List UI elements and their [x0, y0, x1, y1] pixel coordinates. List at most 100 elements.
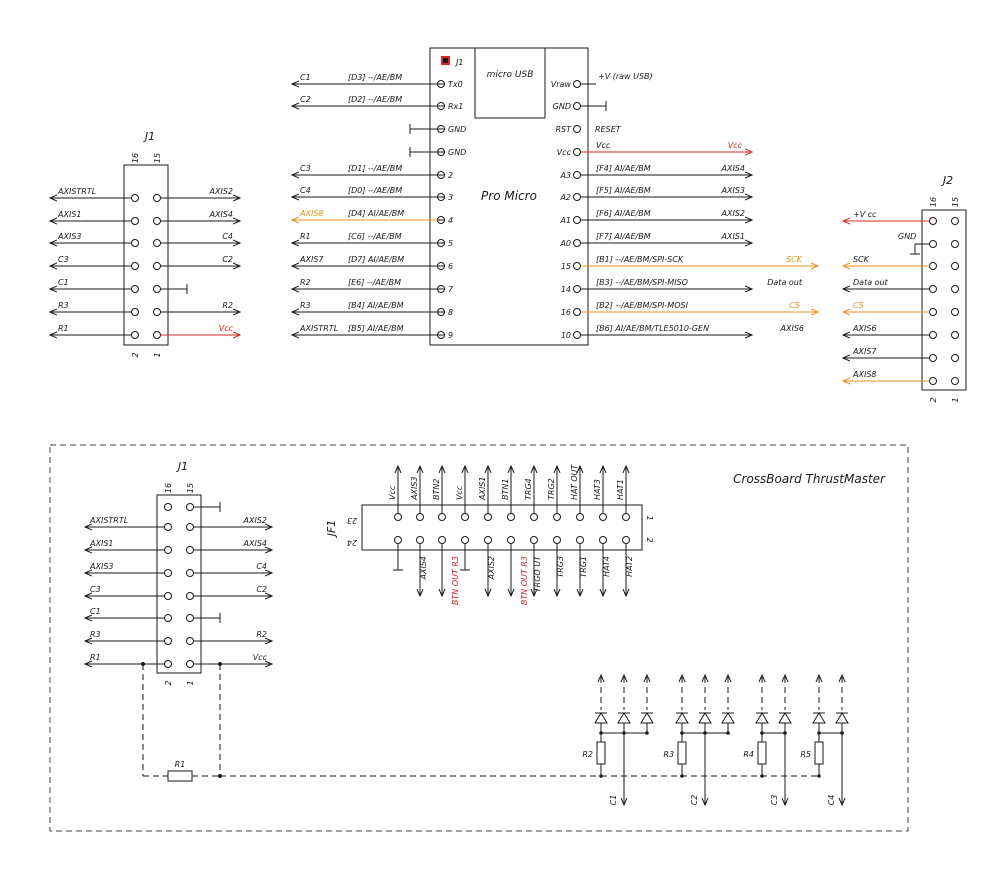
cb-j1-pin: [186, 503, 194, 511]
promicro-port-name: [B3] --/AE/BM/SPI-MISO: [596, 278, 688, 287]
promicro-signal-name: +V (raw USB): [598, 72, 653, 81]
j2-pin: [929, 285, 937, 293]
promicro-signal-name: Data out: [767, 278, 803, 287]
promicro-port-name: [F4] AI/AE/BM: [596, 164, 651, 173]
jf1-bottom-label: TRG3: [556, 556, 565, 578]
pin-number: 15: [951, 197, 960, 207]
promicro-port-name: [F7] AI/AE/BM: [596, 232, 651, 241]
promicro-signal-name: Vcc: [728, 141, 743, 150]
jf1-top-label: BTN2: [432, 479, 441, 500]
promicro-pin-14: [573, 285, 581, 293]
promicro-pin-10: [573, 331, 581, 339]
cb-j1-pin: [186, 637, 194, 645]
promicro-signal-name: R3: [300, 301, 311, 310]
column-label: C2: [690, 795, 699, 806]
promicro-signal-name: AXIS1: [721, 232, 745, 241]
jf1-bottom-label: TRGO UT: [533, 555, 542, 592]
cb-j1-right-label: C4: [256, 562, 267, 571]
j1-top-right-label: C4: [222, 232, 233, 241]
usb-label: micro USB: [487, 70, 534, 80]
promicro-pin-label: 7: [448, 285, 454, 294]
j1-top-pin: [131, 217, 139, 225]
promicro-pin-A1: [573, 216, 581, 224]
jf1-top-label: HAT3: [593, 479, 602, 500]
diode-icon: [778, 712, 792, 724]
j2-ref: J2: [941, 174, 953, 187]
pin-number: 2: [131, 352, 140, 357]
jf1-pin: [553, 536, 561, 544]
promicro-pin-GND: [573, 102, 581, 110]
arrow-up-icon: [620, 673, 628, 683]
promicro-port-name: [D3] --/AE/BM: [348, 73, 402, 82]
cb-j1-left-label: AXIS3: [89, 562, 113, 571]
jf1-top-label: BTN1: [501, 479, 510, 500]
jf1-bottom-label: BTN OUT R3: [520, 556, 529, 605]
cb-j1-right-label: Vcc: [253, 653, 268, 662]
j2-label: +V cc: [853, 210, 877, 219]
j2-label: AXIS7: [852, 347, 877, 356]
j2-pin: [951, 240, 959, 248]
promicro-pin-label: Rx1: [448, 102, 463, 111]
crossboard-frame: [49, 444, 909, 832]
promicro-signal-name: C3: [300, 164, 311, 173]
j1-top-pin: [131, 262, 139, 270]
jf1-top-label: Vcc: [455, 485, 464, 500]
cb-j1-pin: [186, 592, 194, 600]
arrow-up-icon: [597, 673, 605, 683]
junction-dot: [817, 774, 821, 778]
promicro-port-name: [D0] --/AE/BM: [348, 186, 402, 195]
j2-pin: [929, 377, 937, 385]
jf1-pin: [622, 513, 630, 521]
column-label: C4: [827, 795, 836, 806]
promicro-pin-label: A1: [559, 216, 571, 225]
resistor-label: R2: [582, 750, 593, 759]
diode-icon: [594, 712, 608, 724]
j2-pin: [951, 262, 959, 270]
promicro-pin-label: 9: [448, 331, 453, 340]
diode-icon: [835, 712, 849, 724]
j2-pin: [929, 354, 937, 362]
pin-number: 2: [929, 397, 938, 402]
j2-pin: [929, 240, 937, 248]
jf1-ref: JF1: [325, 520, 338, 539]
promicro-port-name: [F5] AI/AE/BM: [596, 186, 651, 195]
promicro-port-name: [D4] AI/AE/BM: [348, 209, 404, 218]
cb-j1-pin: [164, 592, 172, 600]
j1-top-pin: [131, 239, 139, 247]
jf1-pin: [530, 536, 538, 544]
jf1-pin: [416, 536, 424, 544]
j1-top-left-label: AXISTRTL: [57, 187, 96, 196]
pin-number: 23: [347, 516, 357, 525]
pin-number: 2: [645, 537, 654, 542]
promicro-port-name: [B1] --/AE/BM/SPI-SCK: [596, 255, 684, 264]
jf1-bottom-label: AXIS2: [487, 556, 496, 580]
promicro-pin-16: [573, 308, 581, 316]
j2-pin: [951, 308, 959, 316]
jf1-pin: [576, 513, 584, 521]
cb-j1-pin: [164, 637, 172, 645]
resistor-icon: [757, 741, 767, 765]
jf1-top-label: AXIS3: [410, 477, 419, 501]
promicro-signal-name: AXISTRTL: [299, 324, 338, 333]
diode-icon: [721, 712, 735, 724]
promicro-board: micro USB Pro Micro J1: [429, 47, 589, 346]
cb-j1-left-label: R1: [90, 653, 101, 662]
jf1-pin: [599, 513, 607, 521]
jf1-body: [361, 504, 643, 551]
junction-dot: [726, 731, 730, 735]
cb-j1-pin: [164, 660, 172, 668]
resistor-icon: [814, 741, 824, 765]
j1-top-pin: [153, 308, 161, 316]
arrow-up-icon: [678, 673, 686, 683]
cb-j1-pin: [164, 503, 172, 511]
j2-pin: [929, 262, 937, 270]
promicro-pin-label: 4: [448, 216, 453, 225]
j1-top-right-label: Vcc: [219, 324, 234, 333]
arrow-up-icon: [643, 673, 651, 683]
promicro-port-name: RESET: [595, 125, 622, 134]
promicro-signal-name: R2: [300, 278, 311, 287]
